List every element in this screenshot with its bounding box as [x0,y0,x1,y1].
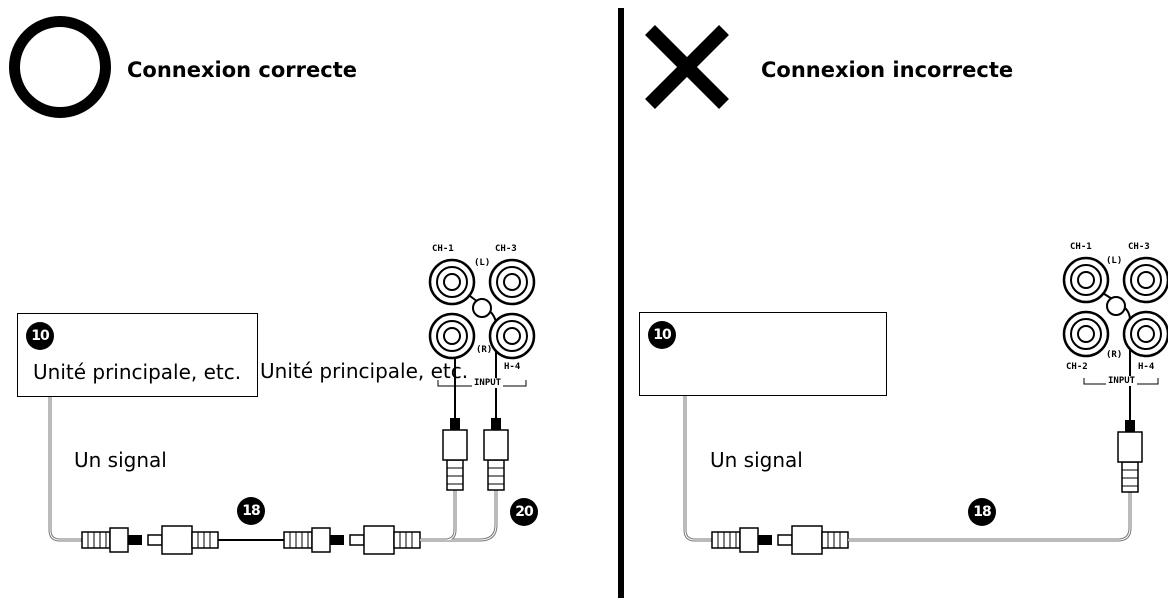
incorrect-connection-title: Connexion incorrecte [761,58,1014,82]
port-label-ch2: CH-2 [1066,362,1088,372]
cross-icon [645,25,729,109]
correct-connection-title: Connexion correcte [127,58,357,82]
incorrect-connection-diagram [683,256,1168,555]
port-label-r: (R) [1106,350,1123,360]
rca-connector-pair [711,525,849,555]
main-unit-label: Unité principale, etc. [33,360,242,384]
rca-connector-pair-1 [81,525,219,555]
port-label-ch1: CH-1 [1070,242,1092,252]
port-label-ch4: H-4 [504,362,521,372]
incorrect-connection-panel: Connexion incorrecte [628,0,1168,598]
correct-connection-diagram [48,258,536,555]
rca-connector-pair-2 [283,525,421,555]
input-jacks [1062,256,1168,385]
main-unit-box: 10 [639,312,887,396]
port-label-input: INPUT [1106,376,1138,386]
signal-label: Un signal [74,448,167,472]
y-cable-number-badge: 20 [510,498,538,526]
port-label-ch3: CH-3 [495,244,517,254]
rca-plug-right [456,283,509,491]
main-unit-box: 10 Unité principale, etc. [17,313,258,397]
correct-connection-panel: Connexion correcte [9,16,538,555]
port-label-l: (L) [1106,256,1123,266]
port-label-ch1: CH-1 [432,244,454,254]
port-label-l: (L) [474,258,491,268]
signal-label: Un signal [710,448,803,472]
port-label-input: INPUT [472,378,504,388]
panel-divider [618,8,624,598]
input-jacks [428,258,536,387]
port-label-ch4: H-4 [1138,362,1155,372]
cable-number-badge: 18 [237,497,265,525]
unit-number-badge: 10 [26,322,54,350]
port-label-r: (R) [476,345,493,355]
unit-number-badge: 10 [648,321,676,349]
main-unit-label-repeat: Unité principale, etc. [260,359,469,383]
circle-icon [9,16,111,118]
port-label-ch3: CH-3 [1128,242,1150,252]
cable-number-badge: 18 [968,498,996,526]
